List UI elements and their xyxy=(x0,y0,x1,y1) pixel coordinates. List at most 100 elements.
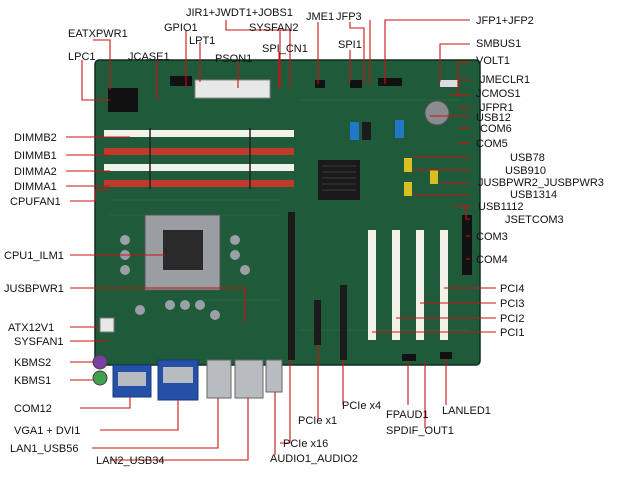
label-pci1: PCI1 xyxy=(500,327,524,339)
label-lpt1: LPT1 xyxy=(189,35,215,47)
label-dimma2: DIMMA2 xyxy=(14,166,57,178)
label-dimmb2: DIMMB2 xyxy=(14,132,57,144)
label-fpaud1: FPAUD1 xyxy=(386,409,429,421)
label-dimma1: DIMMA1 xyxy=(14,181,57,193)
label-vga1-dvi1: VGA1 + DVI1 xyxy=(14,425,80,437)
smbus-header xyxy=(440,80,458,87)
com-header-right xyxy=(462,215,472,275)
label-usb78: USB78 xyxy=(510,152,545,164)
label-jcmos1: JCMOS1 xyxy=(476,88,521,100)
usb-header-3 xyxy=(430,170,438,184)
label-pcie-x4: PCIe x4 xyxy=(342,400,381,412)
lan-usb-stack-2 xyxy=(234,359,264,399)
label-eatxpwr1: EATXPWR1 xyxy=(68,28,128,40)
label-pci2: PCI2 xyxy=(500,313,524,325)
label-smbus1: SMBUS1 xyxy=(476,38,521,50)
label-lan2-usb34: LAN2_USB34 xyxy=(96,455,165,467)
label-lanled1: LANLED1 xyxy=(442,405,491,417)
label-volt1: VOLT1 xyxy=(476,55,510,67)
label-com4: COM4 xyxy=(476,254,508,266)
label-spi-cn1: SPI_CN1 xyxy=(262,43,308,55)
jme-header xyxy=(315,80,325,88)
label-spi1: SPI1 xyxy=(338,39,362,51)
label-pci4: PCI4 xyxy=(500,283,524,295)
rear-io-panel xyxy=(92,354,283,401)
pci-slot-3 xyxy=(416,230,424,340)
label-usb910: USB910 xyxy=(505,165,546,177)
dimm-slot-a2 xyxy=(104,164,294,171)
cpu-socket-center xyxy=(163,230,203,270)
label-jsetcom3: JSETCOM3 xyxy=(505,214,564,226)
dimm-slots xyxy=(104,128,294,189)
label-cpu1-ilm1: CPU1_ILM1 xyxy=(4,250,64,262)
label-usb1314: USB1314 xyxy=(510,189,557,201)
pcie-x16-slot xyxy=(288,212,295,360)
audio-jack-stack xyxy=(265,359,283,393)
label-jme1: JME1 xyxy=(306,11,334,23)
label-usb12: USB12 xyxy=(476,112,511,124)
com-port-inner xyxy=(118,372,146,386)
fpaud-header xyxy=(402,354,416,361)
pci-slot-1 xyxy=(368,230,376,340)
cmos-battery xyxy=(424,100,450,126)
sata-connector-1 xyxy=(350,122,359,140)
sata-connector-2 xyxy=(362,122,371,140)
label-jcase1: JCASE1 xyxy=(128,51,170,63)
super-io-chip xyxy=(108,88,138,112)
component-labels: JIR1+JWDT1+JOBS1 GPIO1 SYSFAN2 JME1 JFP3… xyxy=(4,7,604,467)
label-sysfan2: SYSFAN2 xyxy=(249,22,299,34)
label-jfpr1: JFPR1 xyxy=(480,102,514,114)
pcie-x4-slot xyxy=(340,285,347,360)
spi-header xyxy=(350,80,362,88)
label-spdif-out1: SPDIF_OUT1 xyxy=(386,425,454,437)
pci-slot-4 xyxy=(440,230,448,340)
leader-lines xyxy=(66,19,496,461)
label-gpio1: GPIO1 xyxy=(164,22,198,34)
dimm-slot-b1 xyxy=(104,148,294,155)
label-com5: COM5 xyxy=(476,138,508,150)
dimm-slot-b2 xyxy=(104,130,294,137)
lan-usb-stack-1 xyxy=(206,359,232,399)
atx12v-connector xyxy=(99,317,115,333)
vga-dvi-port-inner xyxy=(163,367,193,383)
usb-header-1 xyxy=(404,158,412,172)
eatx-power-connector xyxy=(194,79,271,99)
label-lpc1: LPC1 xyxy=(68,51,96,63)
capacitors xyxy=(120,235,250,320)
ps2-port-kbms2 xyxy=(92,354,108,370)
label-pci3: PCI3 xyxy=(500,298,524,310)
label-pcie-x16: PCIe x16 xyxy=(283,438,328,450)
chipset-heatsink xyxy=(318,160,360,200)
label-jfp1-jfp2: JFP1+JFP2 xyxy=(476,15,534,27)
label-pson1: PSON1 xyxy=(215,53,252,65)
pci-slot-2 xyxy=(392,230,400,340)
sata-connector-3 xyxy=(395,120,404,138)
label-jir1-jwdt1-jobs1: JIR1+JWDT1+JOBS1 xyxy=(186,7,293,19)
label-dimmb1: DIMMB1 xyxy=(14,150,57,162)
label-jusbpwr2-jusbpwr3: JUSBPWR2_JUSBPWR3 xyxy=(478,177,604,189)
label-cpufan1: CPUFAN1 xyxy=(10,196,61,208)
dimm-slot-a1 xyxy=(104,180,294,187)
label-kbms2: KBMS2 xyxy=(14,357,51,369)
label-sysfan1: SYSFAN1 xyxy=(14,336,64,348)
label-jusbpwr1: JUSBPWR1 xyxy=(4,283,64,295)
motherboard xyxy=(94,59,481,366)
label-usb1112: USB1112 xyxy=(478,201,523,213)
lanled-header xyxy=(440,352,452,359)
label-com6: COM6 xyxy=(480,123,512,135)
label-com3: COM3 xyxy=(476,231,508,243)
jfp-header xyxy=(378,78,402,86)
label-lan1-usb56: LAN1_USB56 xyxy=(10,443,79,455)
usb-header-2 xyxy=(404,182,412,196)
label-atx12v1: ATX12V1 xyxy=(8,322,54,334)
label-com12: COM12 xyxy=(14,403,52,415)
label-jmeclr1: JMECLR1 xyxy=(480,74,530,86)
label-kbms1: KBMS1 xyxy=(14,375,51,387)
lpt-header xyxy=(170,76,192,86)
label-jfp3: JFP3 xyxy=(336,11,362,23)
pcie-x1-slot xyxy=(314,300,321,345)
label-audio1-audio2: AUDIO1_AUDIO2 xyxy=(270,453,358,465)
label-pcie-x1: PCIe x1 xyxy=(298,415,337,427)
